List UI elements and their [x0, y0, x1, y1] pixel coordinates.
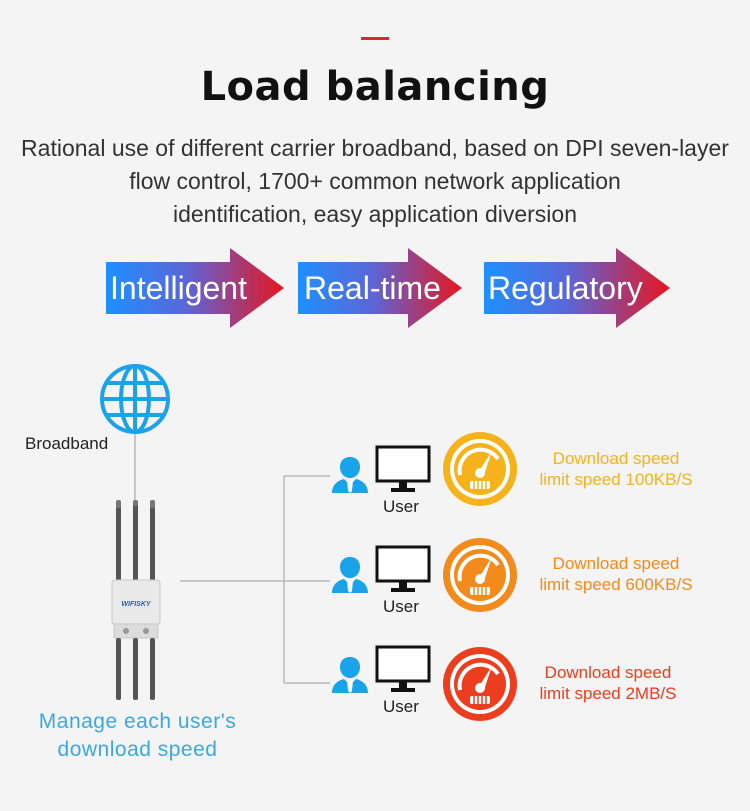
speedometer-icon — [443, 432, 517, 506]
page-title: Load balancing — [200, 64, 550, 110]
monitor-icon — [375, 445, 431, 492]
arrow-label: Regulatory — [488, 270, 643, 306]
manage-line: Manage each user's — [38, 710, 237, 733]
user-person-icon — [332, 657, 368, 693]
user-label: User — [383, 497, 419, 516]
manage-caption: Manage each user's download speed — [20, 708, 255, 764]
arrow-regulatory: Regulatory — [484, 248, 670, 328]
arrow-shape — [106, 248, 284, 328]
arrow-shape — [298, 248, 462, 328]
user-person-icon — [332, 557, 368, 593]
globe-icon — [100, 364, 170, 434]
user-label: User — [383, 597, 419, 616]
subtitle-line: Rational use of different carrier broadb… — [21, 135, 729, 161]
arrow-label: Intelligent — [110, 270, 247, 306]
user-person-icon — [332, 457, 368, 493]
arrow-intelligent: Intelligent — [106, 248, 284, 328]
subtitle-line: identification, easy application diversi… — [172, 201, 578, 227]
speed-title: Download speed — [552, 449, 680, 468]
arrow-real-time: Real-time — [298, 248, 462, 328]
accent-bar — [361, 37, 389, 40]
user-label: User — [383, 697, 419, 716]
speed-limit: limit speed 600KB/S — [539, 575, 693, 594]
speed-title: Download speed — [552, 554, 680, 573]
device-brand: WIFISKY — [121, 601, 151, 608]
manage-line: download speed — [57, 738, 218, 761]
subtitle-line: flow control, 1700+ common network appli… — [129, 168, 621, 194]
speedometer-icon — [443, 647, 517, 721]
router-device-icon: WIFISKY — [111, 500, 161, 700]
monitor-icon — [375, 645, 431, 692]
speed-info: Download speed limit speed 2MB/S — [508, 662, 708, 704]
broadband-label: Broadband — [25, 434, 109, 453]
speed-info: Download speed limit speed 600KB/S — [516, 553, 716, 595]
speed-limit: limit speed 100KB/S — [539, 470, 693, 489]
arrow-label: Real-time — [304, 270, 441, 306]
speed-title: Download speed — [544, 663, 672, 682]
page-subtitle: Rational use of different carrier broadb… — [20, 132, 730, 231]
speed-limit: limit speed 2MB/S — [539, 684, 677, 703]
speedometer-icon — [443, 538, 517, 612]
speed-info: Download speed limit speed 100KB/S — [516, 448, 716, 490]
arrow-shape — [484, 248, 670, 328]
monitor-icon — [375, 545, 431, 592]
